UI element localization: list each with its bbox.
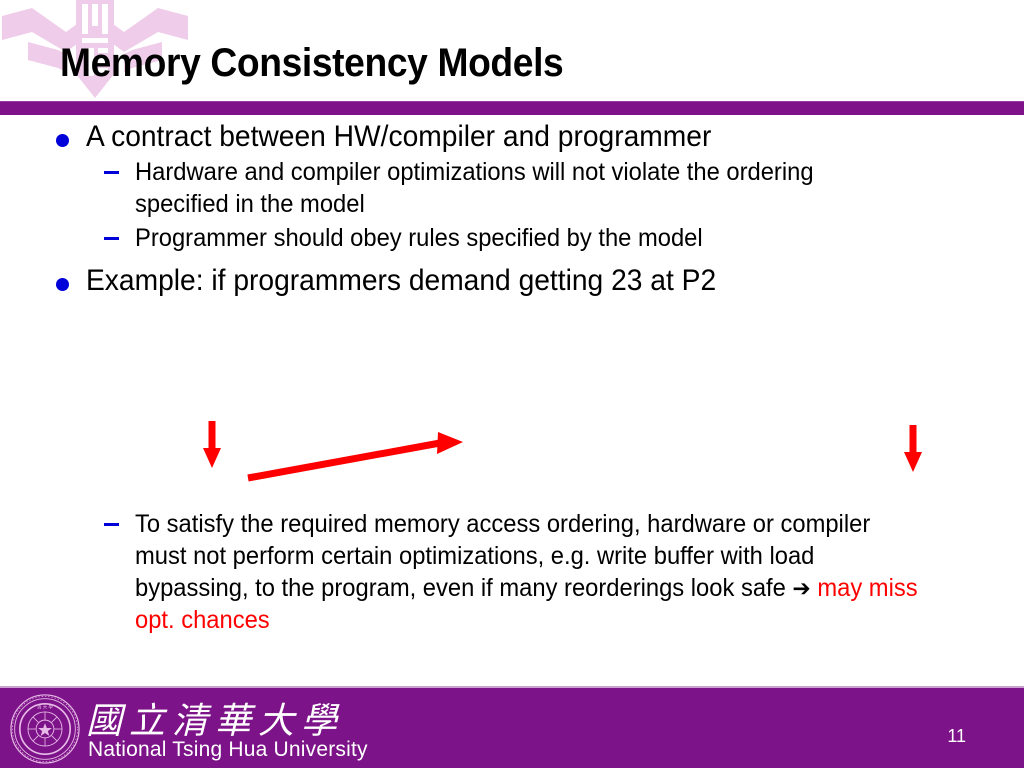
note-text: To satisfy the required memory access or…: [135, 510, 871, 602]
title-divider: [0, 101, 1024, 115]
svg-text:清 大 學: 清 大 學: [37, 703, 53, 710]
right-arrow-icon: ➔: [792, 576, 811, 602]
page-number: 11: [947, 726, 966, 746]
nthu-seal-logo-icon: 清 大 學: [10, 694, 80, 764]
sub-bullet-label: Programmer should obey rules specified b…: [135, 223, 703, 252]
code-example-block: P1 P2 A = 23; Flag = 1; while (Flag != 1…: [0, 360, 1024, 755]
footer-chinese-name: 國立清華大學: [86, 701, 345, 741]
note-highlight: may miss opt. chances: [135, 574, 918, 635]
bullet-item-example: Example: if programmers demand getting 2…: [56, 264, 1024, 298]
dash-bullet-icon: [104, 523, 119, 526]
bullet-dot-icon: [56, 134, 69, 147]
footer-english-name: National Tsing Hua University: [88, 738, 368, 761]
slide-footer: 清 大 學 國立清華大學 National Tsing Hua Universi…: [0, 686, 1024, 768]
dash-bullet-icon: [104, 170, 119, 174]
dash-bullet-icon: [104, 236, 119, 240]
sub-bullet-optimization-note: To satisfy the required memory access or…: [104, 508, 984, 636]
bullet-label: Example: if programmers demand getting 2…: [86, 263, 717, 297]
bullet-item-contract: A contract between HW/compiler and progr…: [56, 120, 1024, 154]
slide-body: A contract between HW/compiler and progr…: [0, 120, 1024, 297]
sub-bullet-programmer-rules: Programmer should obey rules specified b…: [104, 222, 1024, 254]
bullet-dot-icon: [56, 277, 69, 291]
sub-bullet-label: Hardware and compiler optimizations will…: [135, 157, 814, 218]
bullet-label: A contract between HW/compiler and progr…: [86, 120, 712, 153]
sub-bullet-hardware-optimizations: Hardware and compiler optimizations will…: [104, 156, 1024, 220]
page-title: Memory Consistency Models: [60, 41, 564, 85]
sub-bullet-label: To satisfy the required memory access or…: [135, 508, 924, 636]
